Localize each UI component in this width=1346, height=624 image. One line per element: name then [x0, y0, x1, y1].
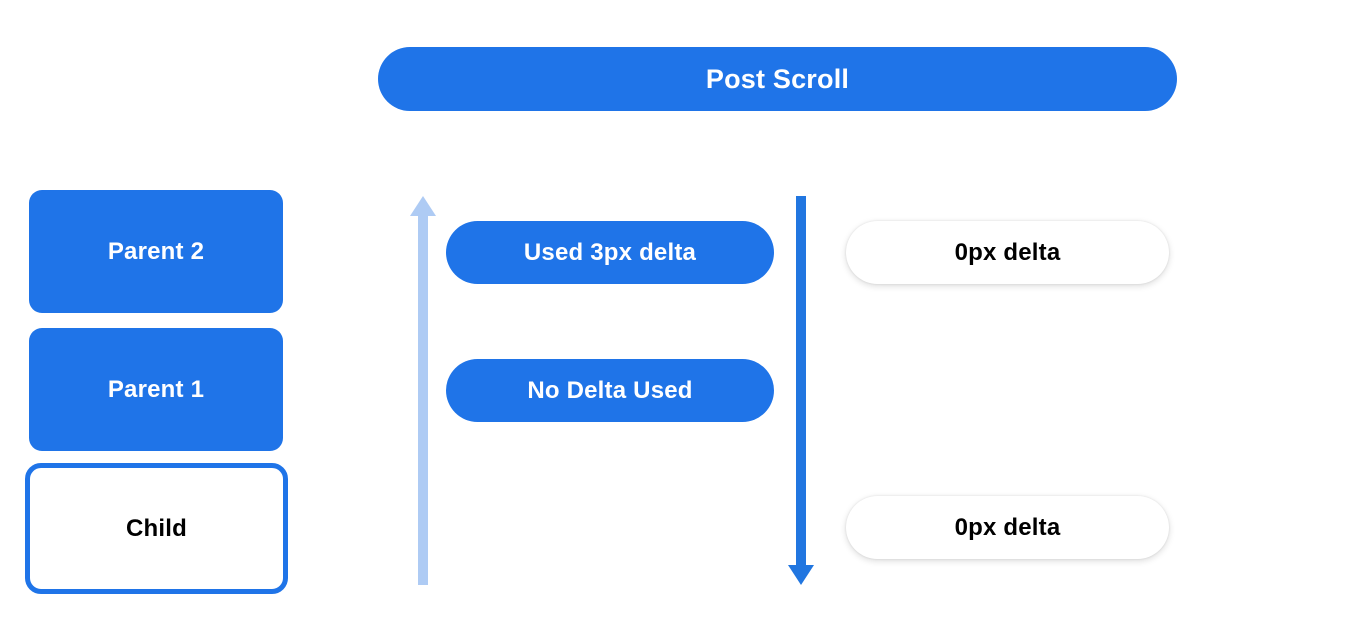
pill-zero-delta-bottom: 0px delta — [846, 496, 1169, 559]
scroll-up-arrow-head — [410, 196, 436, 216]
node-child-label: Child — [126, 514, 187, 542]
scroll-up-arrow-shaft — [418, 214, 428, 585]
scroll-down-arrow-shaft — [796, 196, 806, 567]
pill-zero-delta-bottom-label: 0px delta — [954, 513, 1061, 541]
node-child: Child — [25, 463, 288, 594]
node-parent-2-label: Parent 2 — [107, 237, 205, 265]
scroll-down-arrow-icon — [781, 196, 821, 585]
post-scroll-banner-label: Post Scroll — [705, 63, 850, 94]
pill-zero-delta-top-label: 0px delta — [954, 238, 1061, 266]
pill-no-delta-used: No Delta Used — [446, 359, 774, 422]
scroll-down-arrow-head — [788, 565, 814, 585]
node-parent-2: Parent 2 — [29, 190, 283, 313]
node-parent-1-label: Parent 1 — [107, 375, 205, 403]
pill-no-delta-used-label: No Delta Used — [527, 376, 693, 404]
post-scroll-banner: Post Scroll — [378, 47, 1177, 111]
pill-used-3px-delta-label: Used 3px delta — [523, 238, 697, 266]
pill-used-3px-delta: Used 3px delta — [446, 221, 774, 284]
pill-zero-delta-top: 0px delta — [846, 221, 1169, 284]
node-parent-1: Parent 1 — [29, 328, 283, 451]
scroll-up-arrow-icon — [403, 196, 443, 585]
